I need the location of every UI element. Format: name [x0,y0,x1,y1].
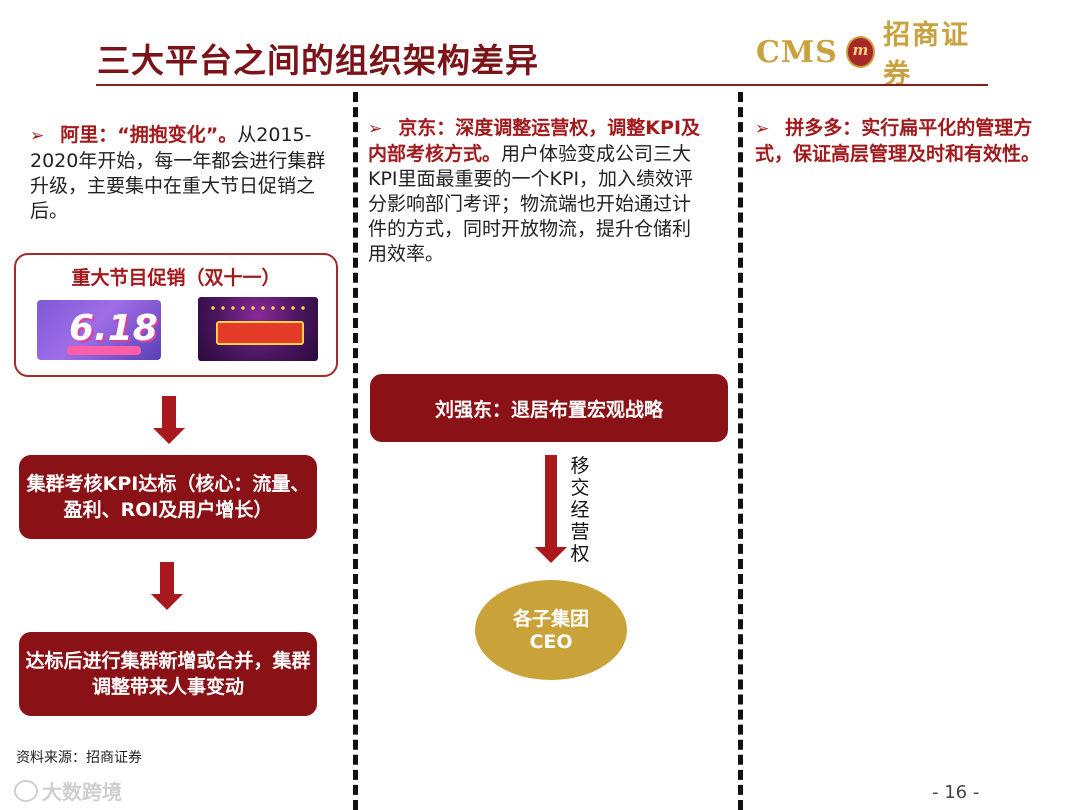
liu-qiangdong-box: 刘强东：退居布置宏观战略 [370,374,728,442]
jd-text: 用户体验变成公司三大KPI里面最重要的一个KPI，加入绩效评分影响部门考评；物流… [368,143,694,265]
promo-618-strip [67,346,141,355]
jd-lead: 京东：深度调整运营权，调整KPI及内部考核方式。 [368,117,701,165]
watermark-text: 大数跨境 [42,780,122,804]
source-note: 资料来源：招商证券 [16,750,142,766]
promo-banner [216,321,304,345]
bullet-arrow-icon: ➢ [30,126,45,146]
cluster-change-box: 达标后进行集群新增或合并，集群调整带来人事变动 [19,632,317,716]
ceo-line-1: 各子集团 [512,608,589,630]
promo-title: 重大节目促销（双十一） [71,267,281,289]
logo-emblem-icon: m [845,36,876,68]
kpi-cluster-box: 集群考核KPI达标（核心：流量、盈利、ROI及用户增长） [19,455,317,539]
down-arrow-icon-2 [160,562,174,594]
title-divider [96,84,988,86]
pdd-paragraph: ➢ 拼多多：实行扁平化的管理方式，保证高层管理及时和有效性。 [755,116,1045,167]
subgroup-ceo-circle: 各子集团 CEO [475,580,627,680]
pdd-lead: 拼多多：实行扁平化的管理方式，保证高层管理及时和有效性。 [755,117,1041,165]
down-arrow-icon-3 [545,455,557,547]
down-arrow-icon-1 [162,396,176,428]
alibaba-lead: 阿里：“拥抱变化”。 [60,124,238,146]
bullet-arrow-icon: ➢ [755,119,770,139]
down-arrow-head-2 [151,594,183,610]
ceo-line-2: CEO [529,631,573,653]
page-title: 三大平台之间的组织架构差异 [97,41,539,80]
down-arrow-head-3 [535,547,567,563]
watermark: 大数跨境 [14,776,122,805]
promo-618-image: 6.18 [37,300,161,360]
promo-lights [208,303,308,315]
watermark-logo-icon [14,779,38,802]
alibaba-paragraph: ➢ 阿里：“拥抱变化”。从2015-2020年开始，每一年都会进行集群升级，主要… [30,123,330,224]
logo-cn-text: 招商证券 [883,20,971,90]
down-arrow-head-1 [153,428,185,444]
column-divider-2 [738,92,743,810]
promo-618-number: 6.18 [69,308,158,349]
jd-paragraph: ➢ 京东：深度调整运营权，调整KPI及内部考核方式。用户体验变成公司三大KPI里… [368,116,708,267]
bullet-arrow-icon: ➢ [368,119,383,139]
promo-double11-image [198,297,318,361]
logo-cms-text: CMS [756,34,838,70]
page-number: - 16 - [932,782,980,803]
transfer-label: 移交经营权 [570,455,590,565]
cms-logo: CMS m 招商证券 [756,20,988,90]
column-divider-1 [353,92,358,810]
alibaba-text: 从2015-2020年开始，每一年都会进行集群升级，主要集中在重大节日促销之后。 [30,124,326,222]
